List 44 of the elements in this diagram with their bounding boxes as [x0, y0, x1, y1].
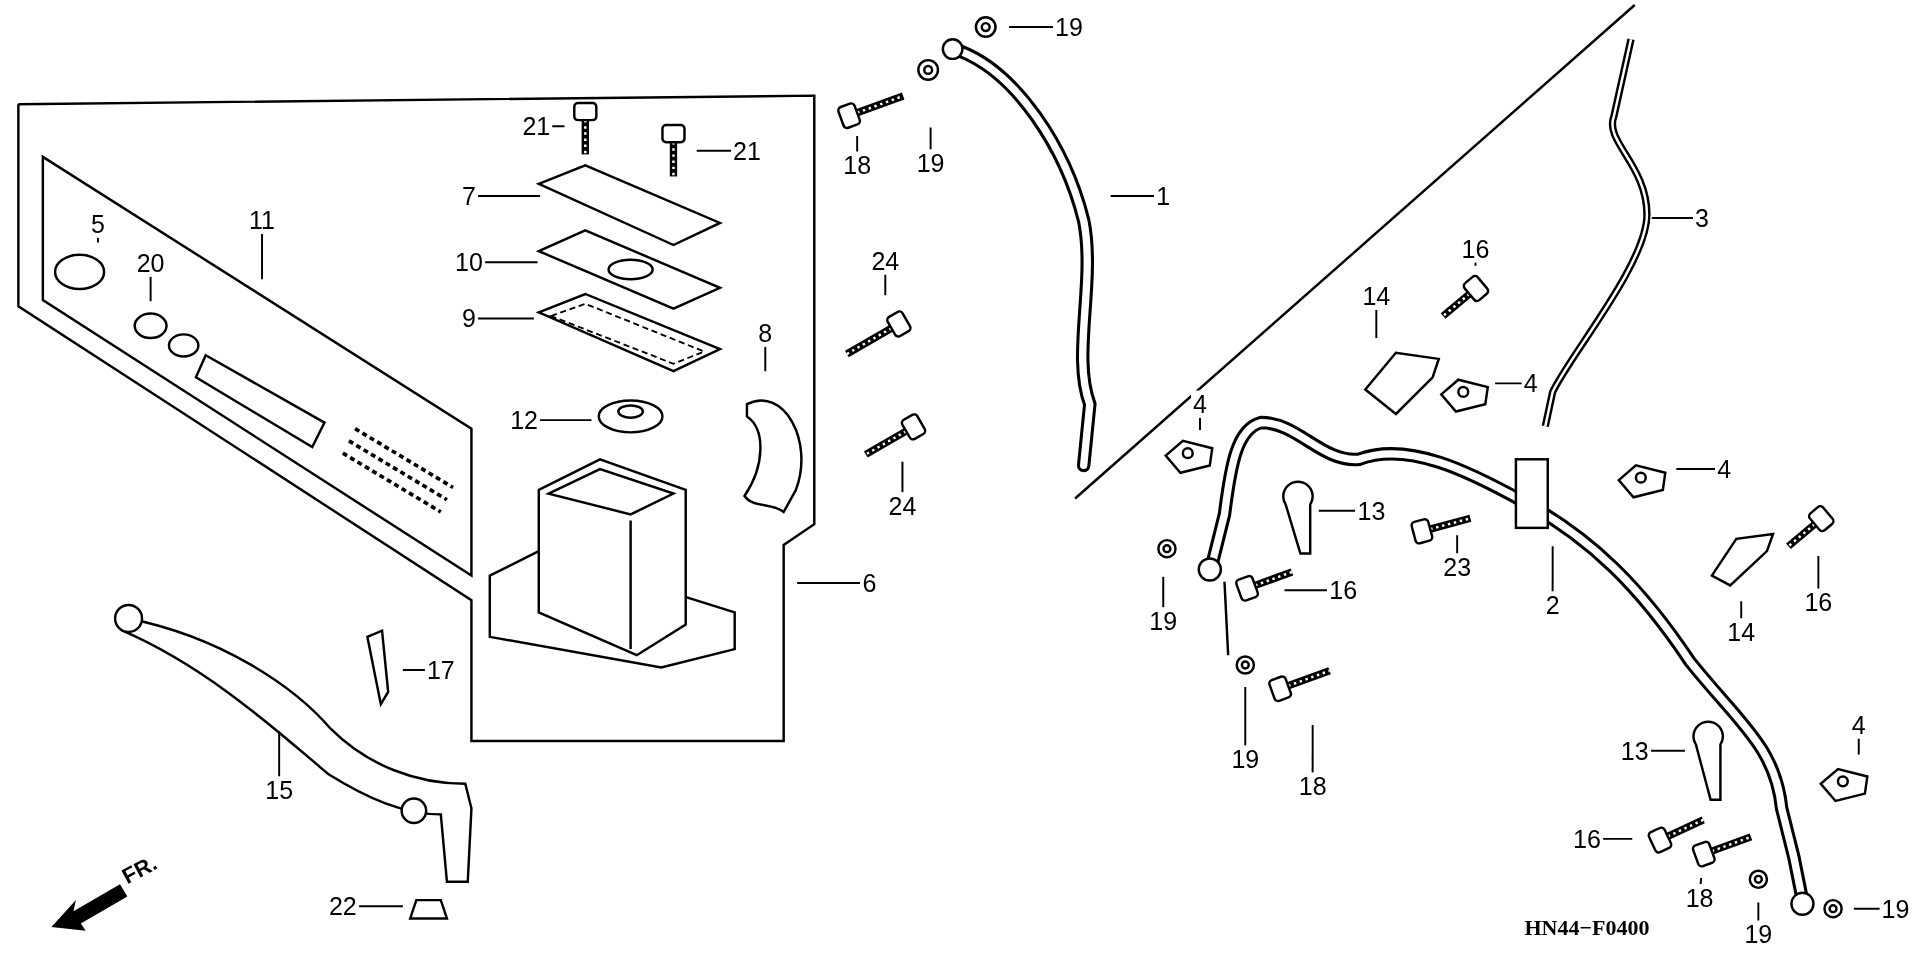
leader-line [1494, 382, 1523, 385]
leader-line [929, 126, 932, 151]
leader-line [1757, 901, 1760, 922]
leader-line [764, 345, 767, 373]
leader-line [551, 125, 566, 128]
leader-line [1162, 575, 1165, 609]
leader-line [1699, 877, 1703, 886]
leader-line [901, 460, 904, 494]
leader-line [476, 317, 535, 320]
leader-line [483, 261, 539, 264]
leader-line [884, 273, 887, 297]
leader-line [1199, 416, 1201, 431]
leader-line [1857, 737, 1860, 756]
leader-line [1317, 509, 1357, 512]
drawing-code: HN44−F0400 [1524, 914, 1650, 941]
leader-line [1008, 26, 1055, 29]
leader-line [401, 668, 426, 671]
leader-line [1650, 217, 1695, 220]
leader-line [261, 233, 264, 281]
leader-line [695, 149, 732, 152]
leader-line [1740, 600, 1743, 620]
leader-line [278, 730, 281, 778]
leader-line [796, 582, 862, 584]
leader-line [1817, 555, 1820, 591]
leader-line [1244, 686, 1247, 747]
leader-line [539, 419, 593, 422]
leader-line [1551, 545, 1554, 593]
leader-line [1675, 468, 1717, 471]
leader-line [1852, 907, 1881, 910]
leader-line [96, 236, 99, 244]
leader-line [1601, 837, 1634, 840]
leader-line [1109, 195, 1156, 197]
leader-line [1456, 534, 1459, 555]
leader-line [1375, 308, 1378, 340]
leader-line [149, 275, 152, 303]
leader-line [1649, 749, 1686, 752]
direction-label: FR. [118, 850, 162, 890]
leader-line [856, 135, 859, 153]
leader-line [476, 195, 541, 197]
leader-line [1474, 261, 1477, 267]
leader-line [1283, 589, 1329, 592]
leader-line [1311, 724, 1314, 774]
callout-number: 4 [1191, 390, 1209, 418]
leader-line [357, 905, 404, 908]
